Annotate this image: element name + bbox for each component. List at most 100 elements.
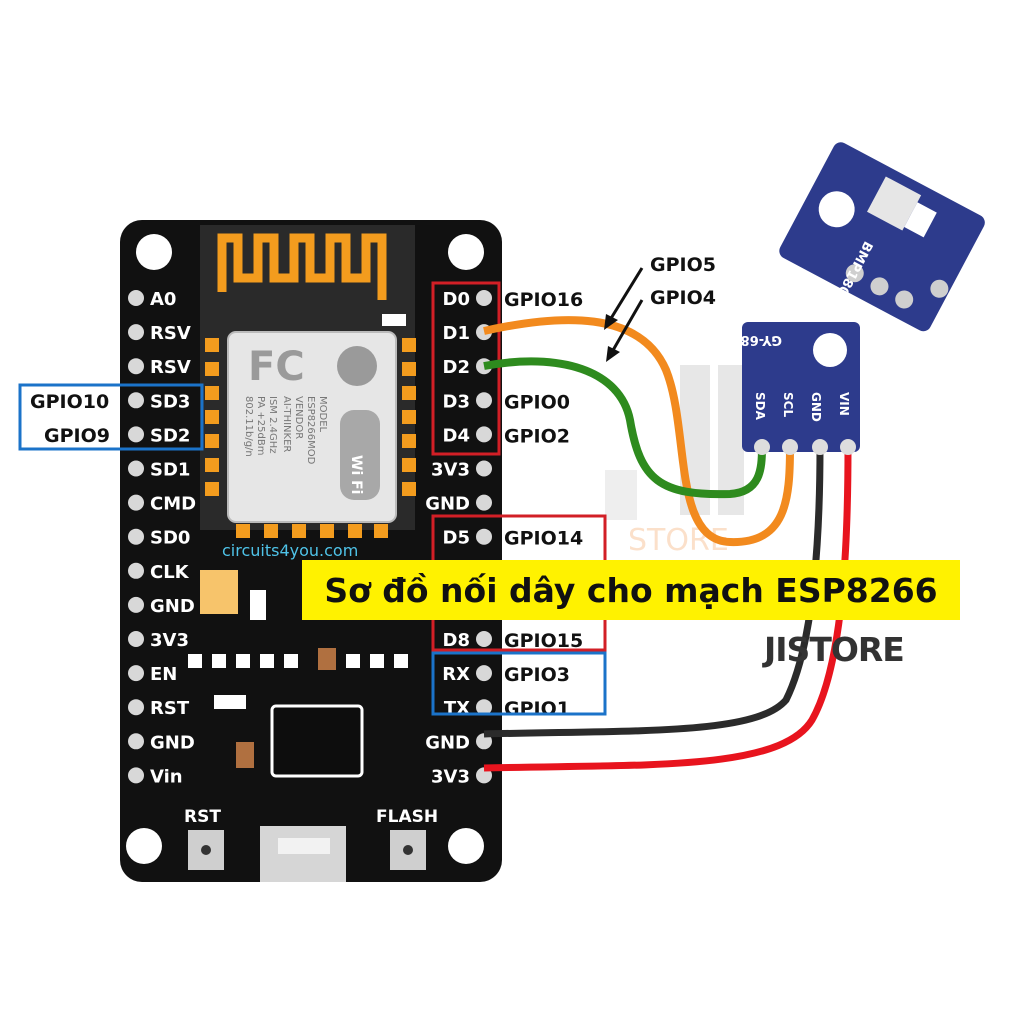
left-pin-label: Vin bbox=[150, 766, 183, 787]
right-pin-label: GND bbox=[425, 732, 470, 753]
wire-scl-orange bbox=[483, 316, 794, 547]
right-gpio-label: GPIO0 bbox=[504, 391, 570, 413]
left-pin-label: SD2 bbox=[150, 425, 190, 446]
sensor-pin-vin: VIN bbox=[837, 392, 851, 416]
left-pin-label: SD0 bbox=[150, 528, 190, 549]
svg-text:AI-THINKER: AI-THINKER bbox=[281, 396, 292, 452]
left-pin-dot bbox=[128, 665, 144, 682]
left-pin-label: A0 bbox=[150, 289, 176, 310]
gpio4-annotation: GPIO4 bbox=[650, 287, 716, 309]
mounting-holes bbox=[126, 234, 484, 864]
flash-button-cap bbox=[403, 845, 413, 855]
usb-uart-chip bbox=[270, 704, 364, 778]
wire-gnd-black bbox=[483, 446, 824, 738]
right-gpio-label: GPIO1 bbox=[504, 698, 570, 720]
spi-gpio-box bbox=[18, 383, 204, 451]
sensor-name: GY-68 bbox=[741, 332, 782, 347]
module-pads bbox=[205, 338, 416, 538]
left-pin-dot bbox=[128, 324, 144, 341]
left-pin-dot bbox=[128, 699, 144, 716]
svg-text:ISM 2.4GHz: ISM 2.4GHz bbox=[267, 396, 278, 454]
right-pin-dot bbox=[476, 631, 492, 647]
left-pin-dot bbox=[128, 392, 144, 409]
wire-sda-green bbox=[483, 357, 766, 499]
right-pin-label: D8 bbox=[443, 630, 470, 651]
left-pin-dot bbox=[128, 290, 144, 306]
left-pin-label: RSV bbox=[150, 357, 191, 378]
left-pin-label: GND bbox=[150, 596, 195, 617]
fcc-logo: FC bbox=[248, 344, 305, 390]
uart-box bbox=[431, 651, 607, 716]
right-pin-dot bbox=[476, 426, 492, 443]
resistor bbox=[318, 648, 336, 670]
left-pin-label: 3V3 bbox=[150, 630, 189, 651]
brand-label: JISTORE bbox=[764, 630, 905, 669]
right-pin-label: GND bbox=[425, 494, 470, 515]
bmp180-board-back: BMP180 bbox=[779, 142, 985, 332]
arrow-gpio4-head bbox=[606, 346, 620, 362]
svg-text:VENDOR: VENDOR bbox=[293, 396, 304, 439]
left-pin-dot bbox=[128, 358, 144, 375]
title-banner: Sơ đồ nối dây cho mạch ESP8266 bbox=[302, 560, 960, 620]
gpio9-label: GPIO9 bbox=[44, 425, 110, 447]
sensor-pins: SDA SCL GND VIN bbox=[753, 392, 856, 455]
arrow-gpio5 bbox=[608, 267, 644, 321]
right-gpio-label: GPIO14 bbox=[504, 528, 583, 550]
wifi-logo-icon bbox=[340, 410, 380, 500]
gpio5-annotation: GPIO5 bbox=[650, 254, 716, 276]
gpio-annotations: GPIO5 GPIO4 bbox=[604, 254, 716, 362]
title-text: Sơ đồ nối dây cho mạch ESP8266 bbox=[324, 570, 938, 610]
smd-part bbox=[250, 590, 266, 620]
flash-button-label: FLASH bbox=[376, 807, 438, 827]
svg-text:PA +25dBm: PA +25dBm bbox=[255, 396, 266, 455]
left-pin-dot bbox=[128, 562, 144, 579]
right-pin-label: D3 bbox=[443, 391, 470, 412]
svg-text:802.11b/g/n: 802.11b/g/n bbox=[243, 396, 254, 457]
d0-d4-box bbox=[431, 281, 501, 456]
right-pin-dot bbox=[476, 528, 492, 545]
right-pin-label: D4 bbox=[443, 425, 470, 446]
right-gpio-label: GPIO2 bbox=[504, 425, 570, 447]
right-pin-label: 3V3 bbox=[431, 460, 470, 481]
module-marking: MODEL ESP8266MOD VENDOR AI-THINKER ISM 2… bbox=[243, 396, 328, 465]
arrow-gpio5-head bbox=[604, 314, 618, 330]
right-pin-dot bbox=[476, 392, 492, 409]
right-pin-label: TX bbox=[444, 698, 470, 719]
right-pin-label: D0 bbox=[443, 289, 470, 310]
store-watermark: STORE bbox=[605, 365, 744, 558]
sensor-pin-sda: SDA bbox=[753, 392, 767, 421]
left-pin-label: SD1 bbox=[150, 460, 190, 481]
ai-logo-icon bbox=[337, 346, 377, 386]
right-pin-label: D2 bbox=[443, 357, 470, 378]
gpio10-label: GPIO10 bbox=[30, 391, 109, 413]
left-pin-label: RSV bbox=[150, 323, 191, 344]
sensor-pin-gnd: GND bbox=[809, 392, 823, 422]
capacitor bbox=[200, 570, 238, 614]
left-pin-dot bbox=[128, 494, 144, 511]
wifi-logo-text: Wi Fi bbox=[348, 455, 364, 494]
right-pin-dot bbox=[476, 290, 492, 306]
right-pin-label: D1 bbox=[443, 323, 470, 344]
left-pin-dot bbox=[128, 426, 144, 443]
module-led bbox=[382, 314, 406, 326]
arrow-gpio4 bbox=[610, 299, 644, 353]
rst-button-cap bbox=[201, 845, 211, 855]
right-gpio-label: GPIO3 bbox=[504, 664, 570, 686]
left-pin-label: GND bbox=[150, 732, 195, 753]
right-pin-label: 3V3 bbox=[431, 766, 470, 787]
left-pin-dot bbox=[128, 528, 144, 545]
left-pin-dot bbox=[128, 460, 144, 477]
resistor-2 bbox=[236, 742, 254, 768]
right-gpio-label: GPIO16 bbox=[504, 289, 583, 311]
left-pin-label: CLK bbox=[150, 562, 190, 583]
pcb-antenna bbox=[217, 233, 387, 300]
left-pin-header: A0RSVRSVSD3SD2SD1CMDSD0CLKGND3V3ENRSTGND… bbox=[128, 289, 196, 787]
right-pin-dot bbox=[476, 460, 492, 477]
svg-text:MODEL: MODEL bbox=[317, 396, 328, 433]
left-pin-label: SD3 bbox=[150, 391, 190, 412]
right-pin-dot bbox=[476, 494, 492, 511]
left-pin-label: EN bbox=[150, 664, 177, 685]
right-pin-label: D5 bbox=[443, 528, 470, 549]
